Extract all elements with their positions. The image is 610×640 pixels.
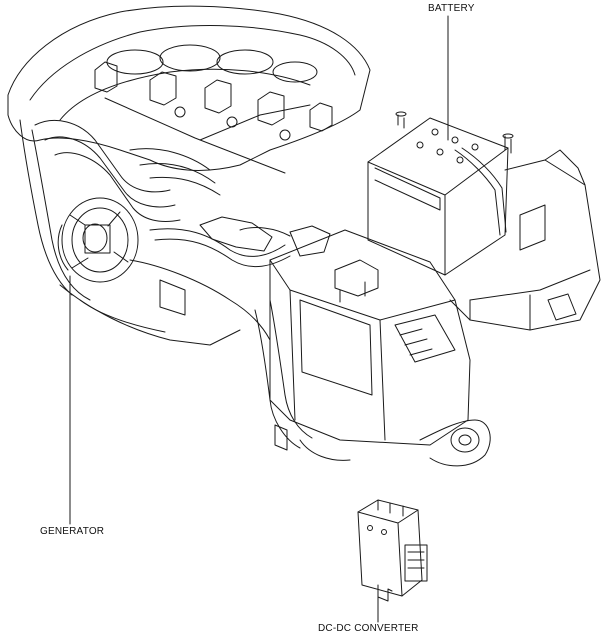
- dc-dc-converter-drawing: [357, 499, 428, 602]
- leader-lines: [69, 15, 449, 623]
- air-cleaner-drawing: [254, 229, 491, 467]
- battery-label: BATTERY: [428, 3, 475, 14]
- generator-label: GENERATOR: [40, 526, 105, 537]
- engine-block-drawing: [7, 5, 371, 346]
- dc-dc-converter-label: DC-DC CONVERTER: [318, 623, 419, 634]
- battery-drawing: [367, 111, 601, 331]
